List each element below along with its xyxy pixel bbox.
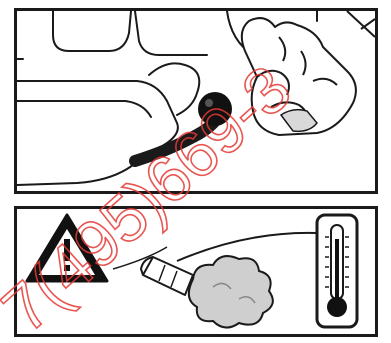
warning-triangle-icon [27, 215, 107, 281]
hose-connector [198, 92, 232, 126]
appliance-lid-line [135, 11, 207, 55]
thermometer-icon [317, 215, 357, 327]
steam-cloud [189, 256, 273, 327]
hot-steam-warning-panel [14, 206, 378, 337]
appliance-body-outline [17, 81, 178, 185]
steam-nozzle [141, 257, 193, 295]
appliance-top-outline [17, 11, 131, 59]
appliance-panel-line [17, 101, 151, 117]
steam-warning-illustration [17, 209, 375, 334]
callout-line [177, 233, 317, 261]
attach-hose-illustration [17, 11, 375, 191]
attach-hose-panel [14, 8, 378, 194]
